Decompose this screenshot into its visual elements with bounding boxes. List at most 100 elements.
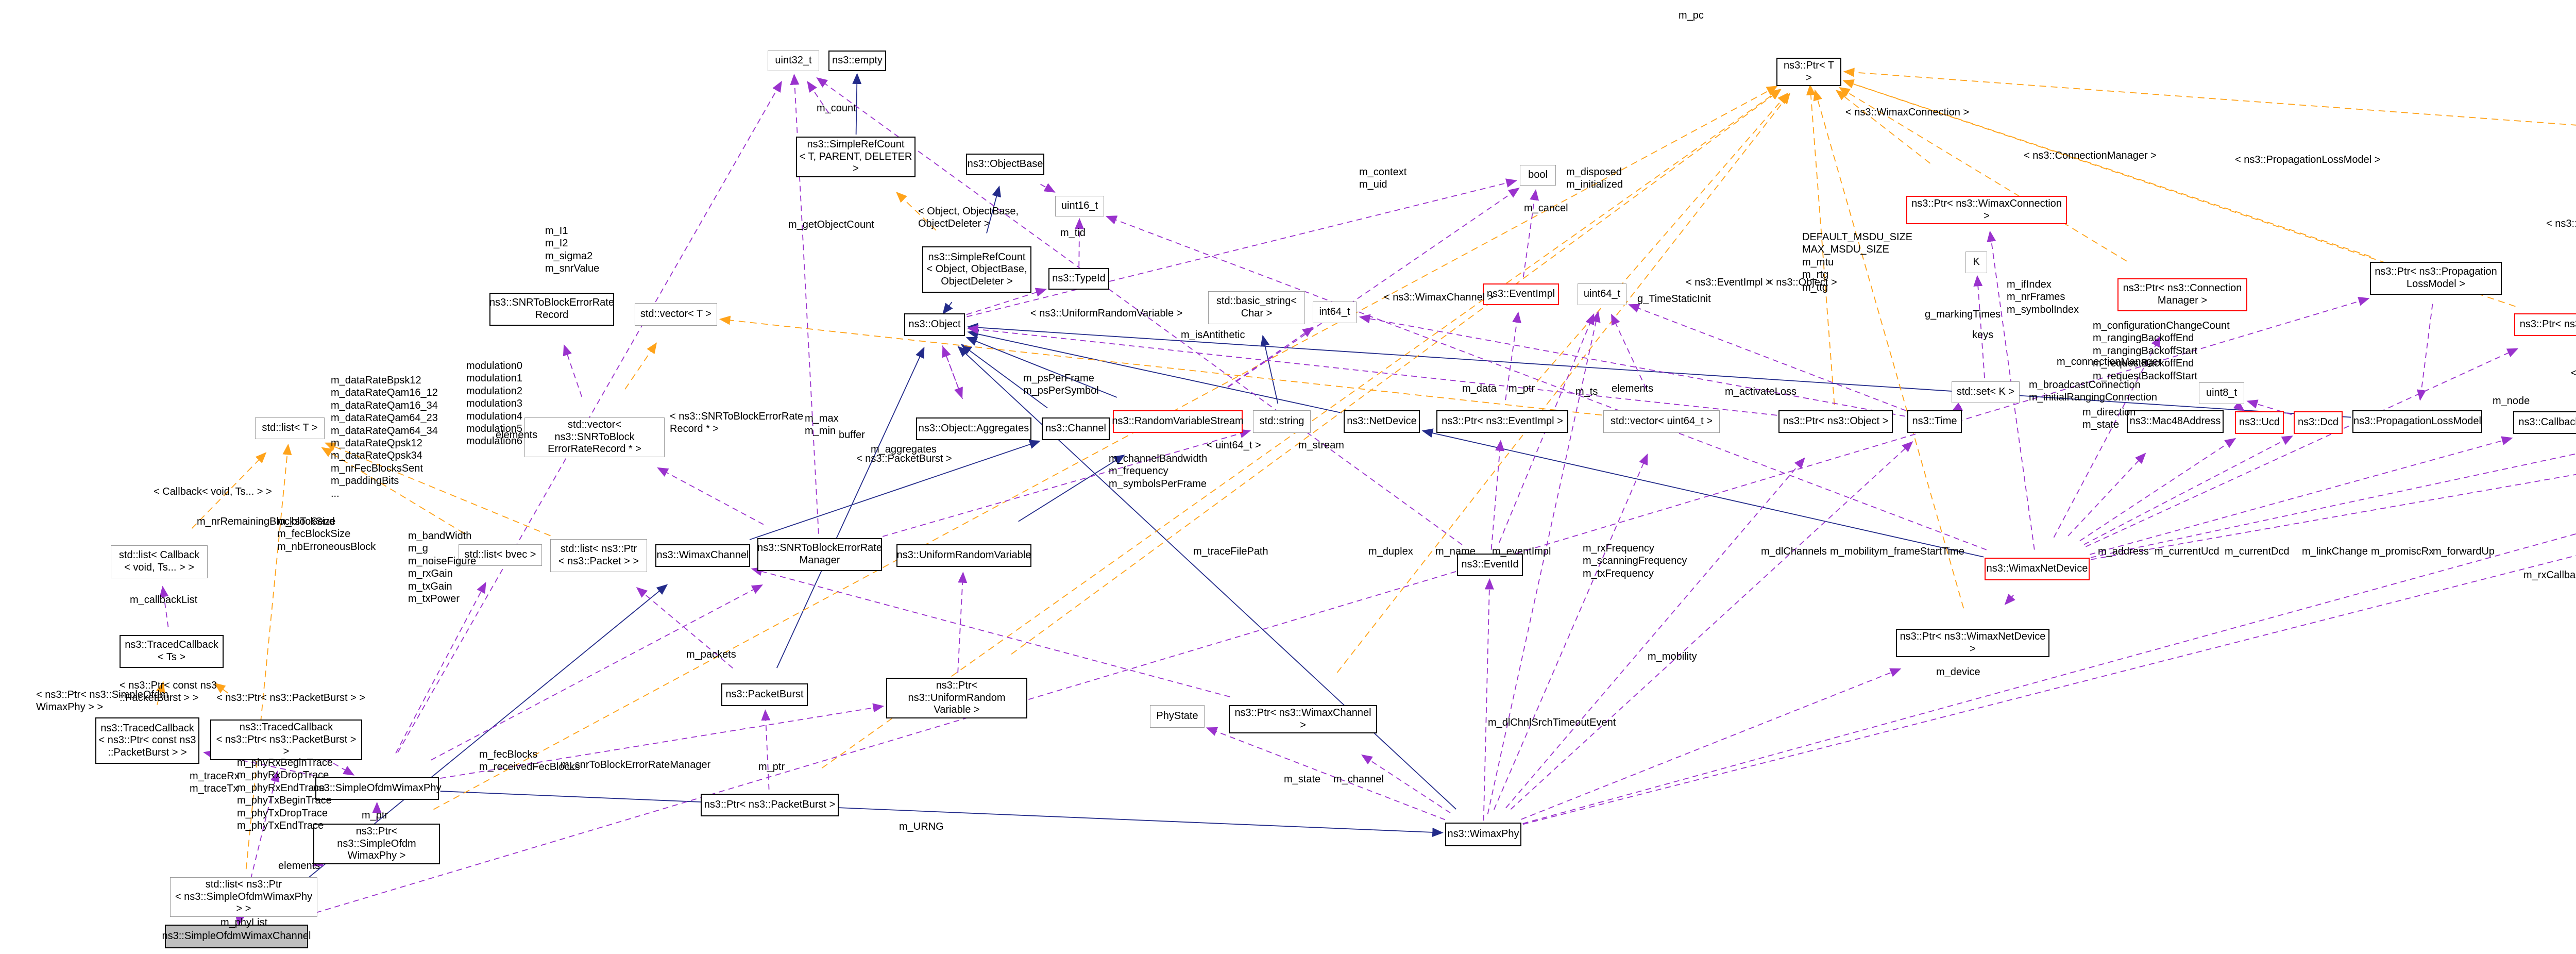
node-tcbTs[interactable]: ns3::TracedCallback < Ts > <box>120 635 224 668</box>
edge-vec_u64-uint64 <box>1611 313 1647 390</box>
node-wphy[interactable]: ns3::WimaxPhy <box>1445 823 1521 846</box>
node-snrmgr[interactable]: ns3::SNRToBlockErrorRate Manager <box>757 538 882 571</box>
node-vec-snr[interactable]: std::vector< ns3::SNRToBlock ErrorRateRe… <box>524 417 665 457</box>
node-sophy[interactable]: ns3::SimpleOfdmWimaxPhy <box>313 777 441 800</box>
edge-sophy-uint32 <box>397 80 782 753</box>
edge-pktburst-listpkt <box>636 587 733 668</box>
node-vec-u64[interactable]: std::vector< uint64_t > <box>1603 410 1720 433</box>
node-listcb[interactable]: std::list< Callback < void, Ts... > > <box>111 545 208 578</box>
edge-vec_snr-snrrec <box>563 344 583 397</box>
node-eventimpl[interactable]: ns3::EventImpl <box>1483 283 1559 305</box>
edge-time-int64 <box>1359 314 1906 417</box>
node-ptr-node[interactable]: ns3::Ptr< ns3::Node > <box>2514 313 2576 336</box>
node-sochannel[interactable]: ns3::SimpleOfdmWimaxChannel <box>162 925 311 948</box>
node-setK[interactable]: std::set< K > <box>1952 381 2020 403</box>
node-rvs[interactable]: ns3::RandomVariableStream <box>1112 410 1244 433</box>
edge-plm-object <box>967 323 2351 418</box>
edge-ptr_plm-plm <box>2417 304 2433 401</box>
node-time[interactable]: ns3::Time <box>1907 410 1962 433</box>
node-typeid[interactable]: ns3::TypeId <box>1048 268 1109 290</box>
edge-sophy-snrmgr <box>431 584 764 761</box>
node-ptr-obj[interactable]: ns3::Ptr< ns3::Object > <box>1778 410 1893 433</box>
node-listpkt[interactable]: std::list< ns3::Ptr < ns3::Packet > > <box>550 539 647 572</box>
edge-list_sophy-listT <box>245 443 292 869</box>
node-ptr-pb[interactable]: ns3::Ptr< ns3::PacketBurst > <box>701 794 839 816</box>
edge-wnetdev-ucd <box>2079 438 2236 542</box>
node-netdev[interactable]: ns3::NetDevice <box>1344 410 1420 433</box>
edge-setK-K <box>1973 275 1985 378</box>
node-list-sophy[interactable]: std::list< ns3::Ptr < ns3::SimpleOfdmWim… <box>170 877 317 917</box>
node-string[interactable]: std::string <box>1253 410 1311 433</box>
node-ptrT[interactable]: ns3::Ptr< T > <box>1776 58 1841 87</box>
edge-object-typeid <box>966 288 1047 315</box>
edge-ptr_obj-ptrT <box>1806 84 1835 405</box>
edge-ptr_evimpl-eventimpl <box>1505 311 1521 400</box>
node-objbase[interactable]: ns3::ObjectBase <box>966 154 1044 175</box>
edge-wnetdev-cb_bool4 <box>2091 474 2576 560</box>
edge-ptr_cbimpl-ptrT <box>1843 68 2576 126</box>
edge-src_tpd-uint32 <box>807 80 829 114</box>
node-listbvec[interactable]: std::list< bvec > <box>459 544 542 566</box>
node-tcb-cpb[interactable]: ns3::TracedCallback < ns3::Ptr< const ns… <box>95 717 199 764</box>
node-phystate[interactable]: PhyState <box>1150 705 1205 728</box>
edge-snrmgr-string <box>882 429 1251 537</box>
node-src-tpd[interactable]: ns3::SimpleRefCount < T, PARENT, DELETER… <box>796 137 916 177</box>
node-ptr-connmgr[interactable]: ns3::Ptr< ns3::Connection Manager > <box>2117 278 2247 311</box>
node-eventid[interactable]: ns3::EventId <box>1457 554 1523 576</box>
edge-snrmgr-vec_snr <box>657 467 764 525</box>
node-snrrec[interactable]: ns3::SNRToBlockErrorRate Record <box>489 293 614 326</box>
node-dcd[interactable]: ns3::Dcd <box>2294 411 2343 434</box>
node-uint16[interactable]: uint16_t <box>1055 196 1104 216</box>
edge-wphy-ptr_obj <box>1505 457 1805 809</box>
edge-wphy-cb_voidpb <box>1522 533 2576 824</box>
node-int64[interactable]: int64_t <box>1313 302 1357 323</box>
node-object[interactable]: ns3::Object <box>904 313 965 336</box>
edge-ucd-uint8 <box>2233 400 2245 412</box>
node-ptr-evimpl[interactable]: ns3::Ptr< ns3::EventImpl > <box>1436 410 1568 433</box>
edge-pktburst-object <box>776 346 925 668</box>
edge-urv-rvs <box>1018 455 1125 522</box>
node-uint8[interactable]: uint8_t <box>2199 382 2244 404</box>
node-empty[interactable]: ns3::empty <box>828 51 886 71</box>
node-K[interactable]: K <box>1965 252 1987 273</box>
node-ptr-urv[interactable]: ns3::Ptr< ns3::UniformRandom Variable > <box>886 678 1027 718</box>
node-uint64[interactable]: uint64_t <box>1578 283 1626 305</box>
node-listT[interactable]: std::list< T > <box>255 417 325 439</box>
node-cb-void[interactable]: ns3::Callback< void > <box>2513 411 2576 434</box>
node-ptr-wconn[interactable]: ns3::Ptr< ns3::WimaxConnection > <box>1906 196 2067 225</box>
node-urv[interactable]: ns3::UniformRandomVariable <box>896 544 1031 567</box>
node-bool[interactable]: bool <box>1520 165 1556 186</box>
edge-src_obj-src_tpd <box>895 191 937 231</box>
edge-sochannel-ptr_plm <box>306 297 2370 916</box>
edge-eventid-ptr_evimpl <box>1490 440 1505 550</box>
node-ptr-plm[interactable]: ns3::Ptr< ns3::Propagation LossModel > <box>2370 262 2502 295</box>
node-ptr-sophy[interactable]: ns3::Ptr< ns3::SimpleOfdm WimaxPhy > <box>313 824 440 864</box>
edge-wnetdev-cb_void <box>2090 436 2513 555</box>
edge-ptr_urv-ptrT <box>1011 89 1782 655</box>
node-pktburst[interactable]: ns3::PacketBurst <box>721 683 808 706</box>
node-ucd[interactable]: ns3::Ucd <box>2235 411 2284 434</box>
node-channel[interactable]: ns3::Channel <box>1042 417 1110 440</box>
node-mac48[interactable]: ns3::Mac48Address <box>2127 410 2224 433</box>
node-ptr-wnd[interactable]: ns3::Ptr< ns3::WimaxNetDevice > <box>1896 629 2049 658</box>
node-basicstr[interactable]: std::basic_string< Char > <box>1208 291 1305 324</box>
node-aggr[interactable]: ns3::Object::Aggregates <box>916 417 1031 440</box>
node-uint32[interactable]: uint32_t <box>768 51 819 71</box>
node-src-obj[interactable]: ns3::SimpleRefCount < Object, ObjectBase… <box>922 246 1031 293</box>
edge-listcb-listT <box>191 452 267 529</box>
edge-wphy-ptr_wnd <box>1521 668 1902 820</box>
node-ptr-wch[interactable]: ns3::Ptr< ns3::WimaxChannel > <box>1229 705 1377 734</box>
edge-sophy-tcb_pb <box>325 758 355 776</box>
edge-tcb_pb-tcbTs <box>214 682 229 694</box>
edge-wnetdev-ptr_connmgr <box>2053 336 2161 538</box>
node-wnetdev[interactable]: ns3::WimaxNetDevice <box>1985 558 2090 580</box>
node-vecT[interactable]: std::vector< T > <box>635 303 717 326</box>
edge-dcd-uint8 <box>2246 399 2292 415</box>
node-plm[interactable]: ns3::PropagationLossModel <box>2352 410 2482 433</box>
edge-wnetdev-netdev <box>1421 428 1984 558</box>
node-tcb-pb[interactable]: ns3::TracedCallback < ns3::Ptr< ns3::Pac… <box>210 719 362 760</box>
node-wchannel[interactable]: ns3::WimaxChannel <box>655 544 750 567</box>
edge-eventid-uint32 <box>816 77 1463 545</box>
edge-sophy-ptr_urv <box>440 703 885 779</box>
